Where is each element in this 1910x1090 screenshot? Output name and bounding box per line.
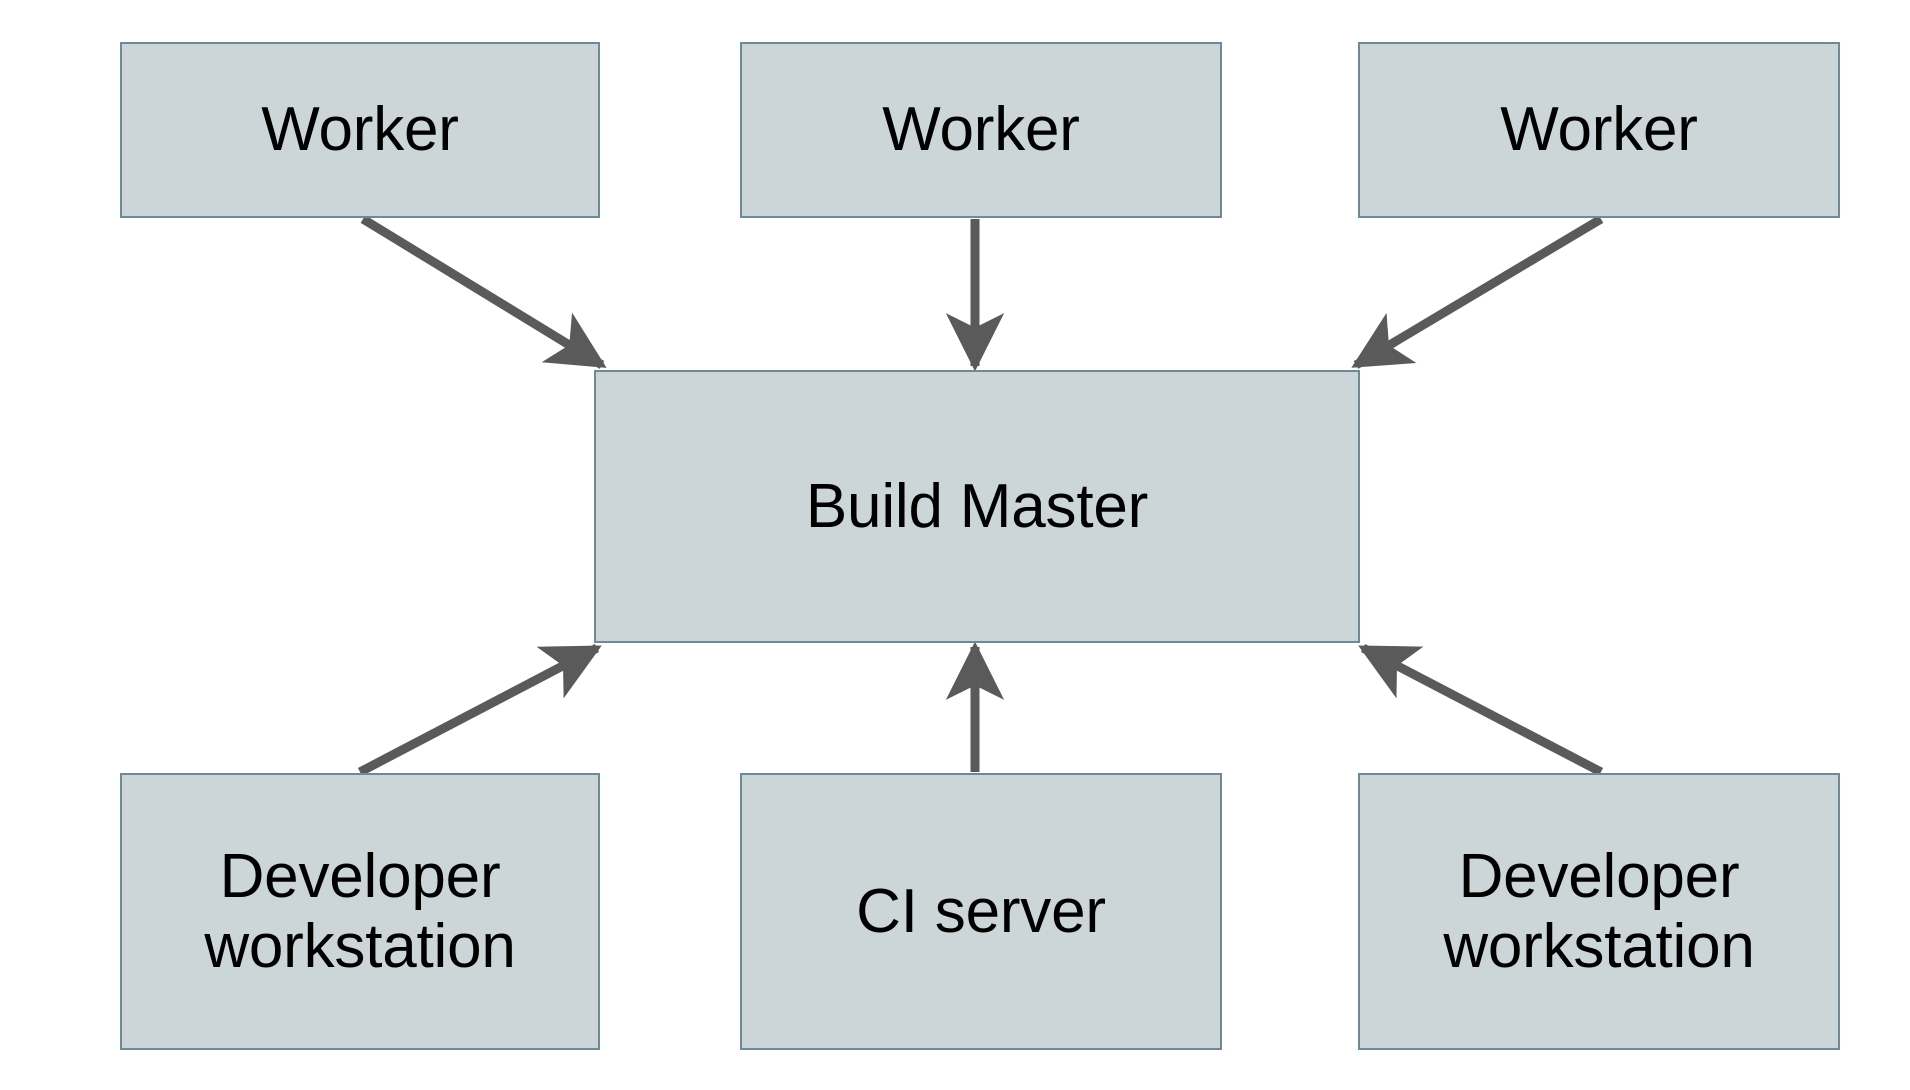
- edge-worker-right-to-master: [1351, 215, 1604, 369]
- node-build-master-label: Build Master: [805, 471, 1149, 541]
- node-worker-center[interactable]: Worker: [740, 42, 1222, 218]
- node-worker-center-label: Worker: [882, 95, 1080, 165]
- node-build-master[interactable]: Build Master: [594, 370, 1360, 643]
- node-developer-workstation-left-label: Developer workstation: [204, 842, 516, 981]
- node-worker-right-label: Worker: [1500, 95, 1698, 165]
- edge-dev-left-to-master: [357, 644, 602, 776]
- node-ci-server[interactable]: CI server: [740, 773, 1222, 1050]
- edge-worker-left-to-master: [360, 215, 607, 369]
- node-developer-workstation-right-label: Developer workstation: [1443, 842, 1755, 981]
- node-developer-workstation-right[interactable]: Developer workstation: [1358, 773, 1840, 1050]
- node-worker-left[interactable]: Worker: [120, 42, 600, 218]
- node-ci-server-label: CI server: [856, 876, 1106, 946]
- edge-dev-right-to-master: [1358, 644, 1604, 776]
- node-worker-right[interactable]: Worker: [1358, 42, 1840, 218]
- node-worker-left-label: Worker: [261, 95, 459, 165]
- node-developer-workstation-left[interactable]: Developer workstation: [120, 773, 600, 1050]
